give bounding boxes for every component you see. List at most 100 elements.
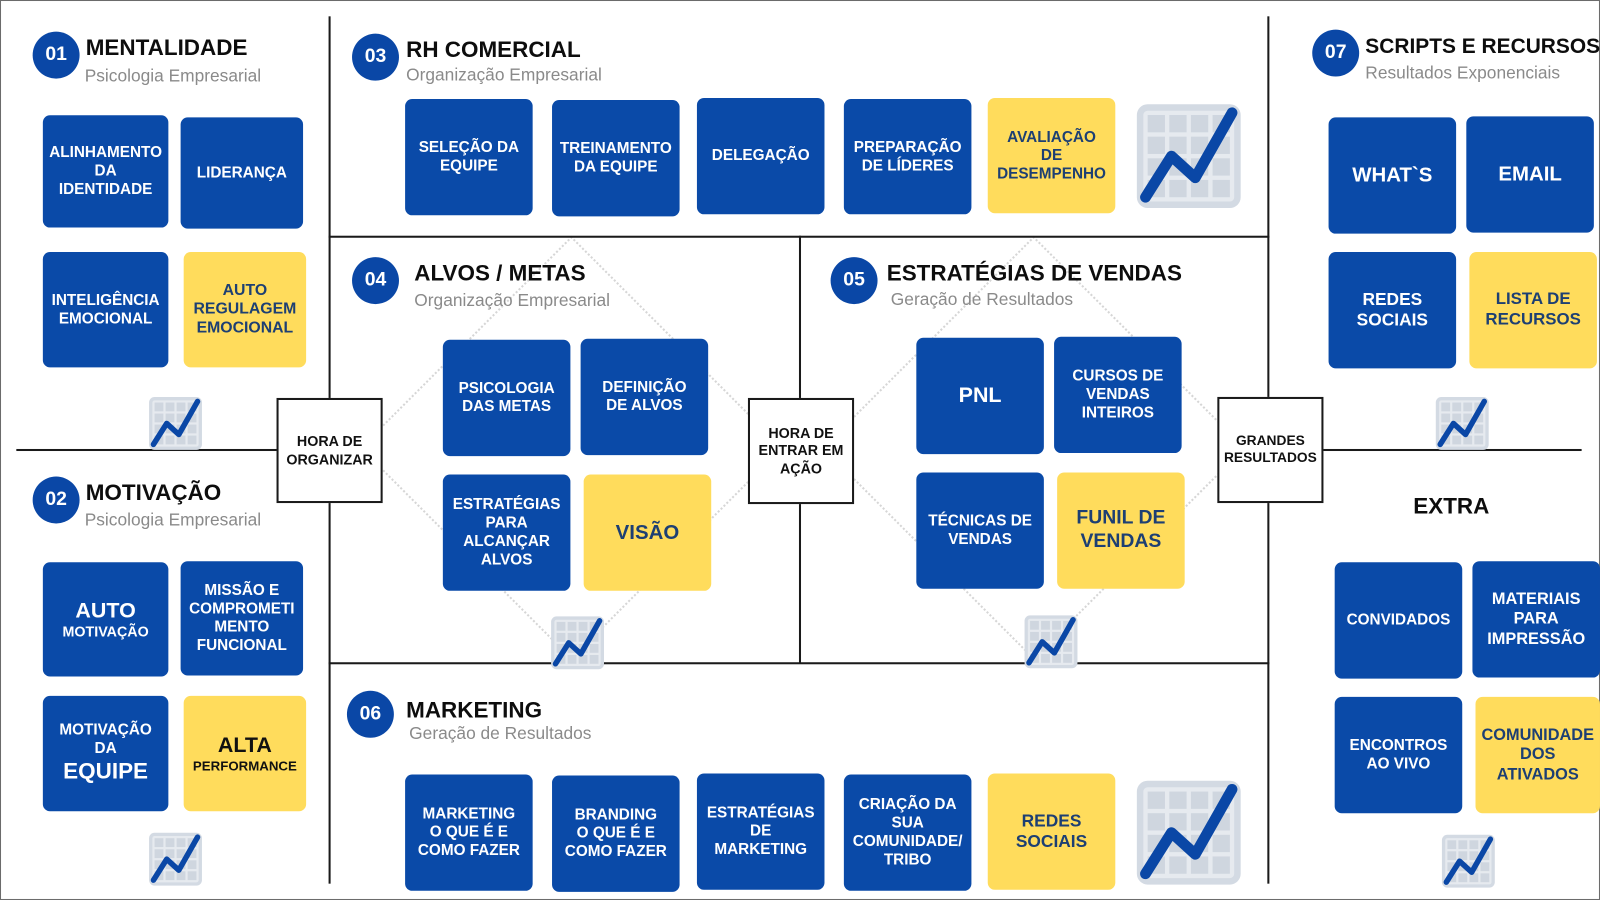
section-title: MENTALIDADE (85, 34, 248, 61)
tile-inteligencia-emocional[interactable]: INTELIGÊNCIA EMOCIONAL (42, 252, 169, 368)
tile-preparacao-de-lideres[interactable]: PREPARAÇÃO DE LÍDERES (843, 98, 972, 215)
tile-redes-sociais-marketing[interactable]: REDES SOCIAIS (987, 773, 1116, 890)
tile-delegacao[interactable]: DELEGAÇÃO (696, 97, 825, 215)
section-subtitle: Psicologia Empresarial (84, 66, 262, 86)
chart-growth-icon (1023, 613, 1078, 670)
tile-label: FUNIL DE VENDAS (1076, 507, 1166, 553)
section-number-badge: 03 (352, 33, 399, 81)
tile-label: DEFINIÇÃO DE ALVOS (602, 378, 687, 415)
tile-label: ESTRATÉGIAS PARA ALCANÇAR ALVOS (452, 495, 561, 569)
tile-tecnicas-de-vendas[interactable]: TÉCNICAS DE VENDAS (916, 472, 1044, 589)
tile-estrategias-de-marketing[interactable]: ESTRATÉGIAS DE MARKETING (696, 773, 825, 890)
tile-visao[interactable]: VISÃO (583, 474, 712, 591)
tile-avaliacao-de-desempenho[interactable]: AVALIAÇÃO DE DESEMPENHO (987, 97, 1116, 214)
tile-label-big: ALTA (217, 733, 272, 758)
chart-growth-icon (1435, 395, 1490, 452)
tile-auto-regulagem-emocional[interactable]: AUTO REGULAGEM EMOCIONAL (183, 252, 307, 368)
tile-label: SELEÇÃO DA EQUIPE (418, 138, 520, 175)
tile-criacao-da-sua-comunidade-tribo[interactable]: CRIAÇÃO DA SUA COMUNIDADE/ TRIBO (843, 774, 972, 891)
chart-growth-icon (1135, 99, 1243, 213)
tile-label: MARKETING O QUE É E COMO FAZER (417, 805, 520, 860)
section-number-badge: 02 (32, 476, 80, 524)
tile-label: PNL (958, 384, 1002, 408)
tile-missao-e-comprometimento-funcional[interactable]: MISSÃO E COMPROMETI MENTO FUNCIONAL (180, 561, 304, 676)
tile-treinamento-da-equipe[interactable]: TREINAMENTO DA EQUIPE (552, 99, 680, 217)
tile-label: TREINAMENTO DA EQUIPE (559, 139, 672, 176)
tile-label: PSICOLOGIA DAS METAS (458, 379, 555, 416)
tile-label-big: AUTO (75, 598, 136, 623)
section-subtitle: Organização Empresarial (414, 290, 611, 311)
tile-selecao-da-equipe[interactable]: SELEÇÃO DA EQUIPE (405, 98, 533, 216)
chart-growth-icon (148, 831, 203, 888)
section-subtitle: Organização Empresarial (406, 65, 602, 85)
tile-redes-sociais-scripts[interactable]: REDES SOCIAIS (1328, 252, 1457, 369)
section-number-badge: 06 (346, 690, 394, 738)
tile-label: EMAIL (1498, 163, 1562, 186)
section-title: ALVOS / METAS (414, 260, 586, 286)
connector-grandes-resultados: GRANDES RESULTADOS (1217, 396, 1324, 504)
tile-psicologia-das-metas[interactable]: PSICOLOGIA DAS METAS (442, 339, 571, 457)
tile-label: ALINHAMENTO DA IDENTIDADE (49, 143, 163, 198)
divider-center-bottom (328, 662, 1270, 665)
section-number-badge: 05 (830, 257, 878, 305)
tile-label: VISÃO (615, 521, 680, 544)
tile-label-small: MOTIVAÇÃO DA (59, 721, 152, 758)
tile-funil-de-vendas[interactable]: FUNIL DE VENDAS (1057, 472, 1185, 589)
section-title: MOTIVAÇÃO (85, 479, 222, 506)
tile-whats[interactable]: WHAT`S (1328, 117, 1457, 234)
tile-definicao-de-alvos[interactable]: DEFINIÇÃO DE ALVOS (580, 338, 709, 456)
section-subtitle: Geração de Resultados (409, 723, 592, 743)
tile-label: CONVIDADOS (1346, 611, 1451, 629)
section-title: EXTRA (1413, 492, 1490, 519)
tile-branding-o-que-e-e-como-fazer[interactable]: BRANDING O QUE É E COMO FAZER (552, 775, 680, 892)
tile-label: MISSÃO E COMPROMETI MENTO FUNCIONAL (189, 581, 295, 655)
tile-pnl[interactable]: PNL (916, 337, 1044, 455)
tile-label: ESTRATÉGIAS DE MARKETING (706, 804, 815, 859)
tile-comunidade-dos-ativados[interactable]: COMUNIDADE DOS ATIVADOS (1475, 696, 1600, 814)
tile-label: MATERIAIS PARA IMPRESSÃO (1487, 591, 1586, 648)
tile-label: AVALIAÇÃO DE DESEMPENHO (997, 128, 1106, 183)
tile-convidados[interactable]: CONVIDADOS (1334, 562, 1463, 679)
section-title: SCRIPTS E RECURSOS (1365, 34, 1600, 59)
section-title: MARKETING (406, 696, 543, 723)
tile-label: REDES SOCIAIS (1356, 289, 1429, 330)
tile-label: WHAT`S (1352, 164, 1433, 187)
tile-label: CRIAÇÃO DA SUA COMUNIDADE/ TRIBO (852, 795, 963, 869)
connector-hora-de-entrar-em-acao: HORA DE ENTRAR EM AÇÃO (747, 397, 855, 505)
tile-label-small: PERFORMANCE (192, 758, 297, 774)
divider-right-horizontal (1267, 448, 1582, 452)
tile-label: DELEGAÇÃO (711, 146, 810, 165)
tile-lideranca[interactable]: LIDERANÇA (180, 117, 304, 229)
tile-lista-de-recursos[interactable]: LISTA DE RECURSOS (1469, 252, 1597, 369)
tile-materiais-para-impressao[interactable]: MATERIAIS PARA IMPRESSÃO (1472, 561, 1600, 678)
chart-growth-icon (550, 614, 605, 671)
tile-label: ENCONTROS AO VIVO (1349, 736, 1448, 773)
chart-growth-icon (1441, 833, 1496, 890)
tile-marketing-o-que-e-e-como-fazer[interactable]: MARKETING O QUE É E COMO FAZER (405, 774, 533, 891)
divider-left-horizontal (16, 448, 329, 452)
tile-label: AUTO REGULAGEM EMOCIONAL (193, 281, 297, 337)
tile-estrategias-para-alcancar-alvos[interactable]: ESTRATÉGIAS PARA ALCANÇAR ALVOS (442, 474, 571, 591)
tile-encontros-ao-vivo[interactable]: ENCONTROS AO VIVO (1334, 696, 1463, 814)
tile-label: COMUNIDADE DOS ATIVADOS (1481, 726, 1594, 784)
tile-label: REDES SOCIAIS (1015, 810, 1088, 852)
tile-label: LISTA DE RECURSOS (1485, 290, 1581, 329)
tile-label: BRANDING O QUE É E COMO FAZER (564, 806, 667, 861)
section-subtitle: Psicologia Empresarial (84, 510, 262, 530)
divider-center-top (328, 235, 1270, 238)
section-title: RH COMERCIAL (406, 36, 581, 63)
connector-hora-de-organizar: HORA DE ORGANIZAR (276, 397, 383, 504)
tile-cursos-de-vendas-inteiros[interactable]: CURSOS DE VENDAS INTEIROS (1054, 336, 1182, 454)
section-number-badge: 04 (352, 257, 399, 305)
tile-label: PREPARAÇÃO DE LÍDERES (853, 138, 962, 174)
tile-email[interactable]: EMAIL (1466, 116, 1594, 233)
section-subtitle: Resultados Exponenciais (1365, 63, 1561, 83)
tile-alinhamento-da-identidade[interactable]: ALINHAMENTO DA IDENTIDADE (42, 115, 169, 228)
